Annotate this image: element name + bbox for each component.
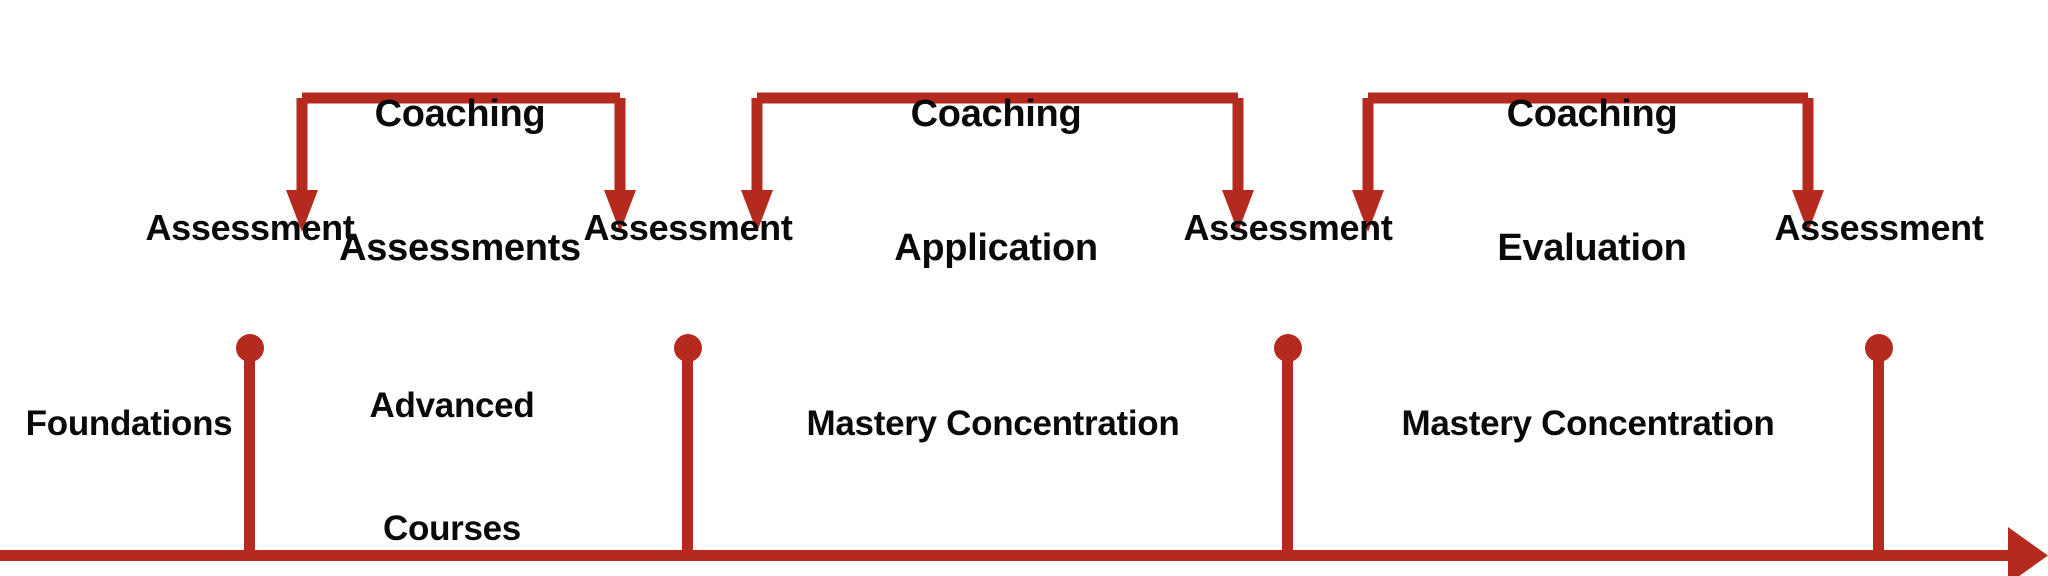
bracket-label-line2: Application bbox=[894, 227, 1098, 270]
milestone-label-assessment-1: Assessment bbox=[145, 207, 355, 248]
bracket-3-left-arrowhead bbox=[1352, 190, 1384, 232]
phase-label-line1: Foundations bbox=[25, 403, 233, 443]
bracket-coaching-assessments[interactable] bbox=[286, 92, 636, 232]
phase-label-mastery-concentration-2: Mastery Concentration bbox=[1402, 320, 1775, 526]
bracket-label-line2: Evaluation bbox=[1497, 227, 1687, 270]
bracket-label-coaching-assessments: Coaching Assessments bbox=[339, 2, 581, 361]
milestone-2-dot bbox=[674, 334, 702, 362]
milestone-marker-3[interactable] bbox=[1274, 334, 1302, 556]
timeline-axis-line bbox=[0, 550, 2013, 561]
milestone-1-stem bbox=[244, 348, 255, 556]
bracket-label-line1: Coaching bbox=[374, 92, 546, 135]
phase-label-mastery-concentration-1: Mastery Concentration bbox=[807, 320, 1180, 526]
bracket-label-coaching-application: Coaching Application bbox=[894, 2, 1098, 361]
milestone-label-assessment-2: Assessment bbox=[583, 207, 793, 248]
phase-label-line1: Advanced bbox=[369, 385, 535, 425]
bracket-coaching-evaluation[interactable] bbox=[1352, 92, 1824, 232]
milestone-1-dot bbox=[236, 334, 264, 362]
phase-label-advanced-courses: Advanced Courses bbox=[370, 302, 535, 576]
bracket-label-coaching-evaluation: Coaching Evaluation bbox=[1497, 2, 1686, 361]
milestone-3-stem bbox=[1282, 348, 1293, 556]
bracket-label-line2: Assessments bbox=[339, 227, 581, 270]
bracket-label-line1: Coaching bbox=[910, 92, 1082, 135]
milestone-4-stem bbox=[1873, 348, 1884, 556]
bracket-3-right-arrowhead bbox=[1792, 190, 1824, 232]
milestone-marker-2[interactable] bbox=[674, 334, 702, 556]
bracket-2-left-arrowhead bbox=[741, 190, 773, 232]
bracket-label-line1: Coaching bbox=[1506, 92, 1678, 135]
timeline-axis[interactable] bbox=[0, 527, 2048, 576]
bracket-1-right-arrowhead bbox=[604, 190, 636, 232]
milestone-label-assessment-4: Assessment bbox=[1774, 207, 1984, 248]
milestone-marker-4[interactable] bbox=[1865, 334, 1893, 556]
milestone-4-dot bbox=[1865, 334, 1893, 362]
phase-label-line1: Mastery Concentration bbox=[1401, 403, 1775, 443]
bracket-coaching-application[interactable] bbox=[741, 92, 1254, 232]
milestone-label-assessment-3: Assessment bbox=[1183, 207, 1393, 248]
bracket-2-right-arrowhead bbox=[1222, 190, 1254, 232]
phase-label-line1: Mastery Concentration bbox=[806, 403, 1180, 443]
milestone-2-stem bbox=[682, 348, 693, 556]
timeline-axis-arrowhead bbox=[2008, 527, 2048, 576]
phase-label-foundations: Foundations bbox=[26, 320, 233, 526]
milestone-marker-1[interactable] bbox=[236, 334, 264, 556]
milestone-3-dot bbox=[1274, 334, 1302, 362]
phase-label-line2: Courses bbox=[383, 509, 521, 549]
bracket-1-left-arrowhead bbox=[286, 190, 318, 232]
